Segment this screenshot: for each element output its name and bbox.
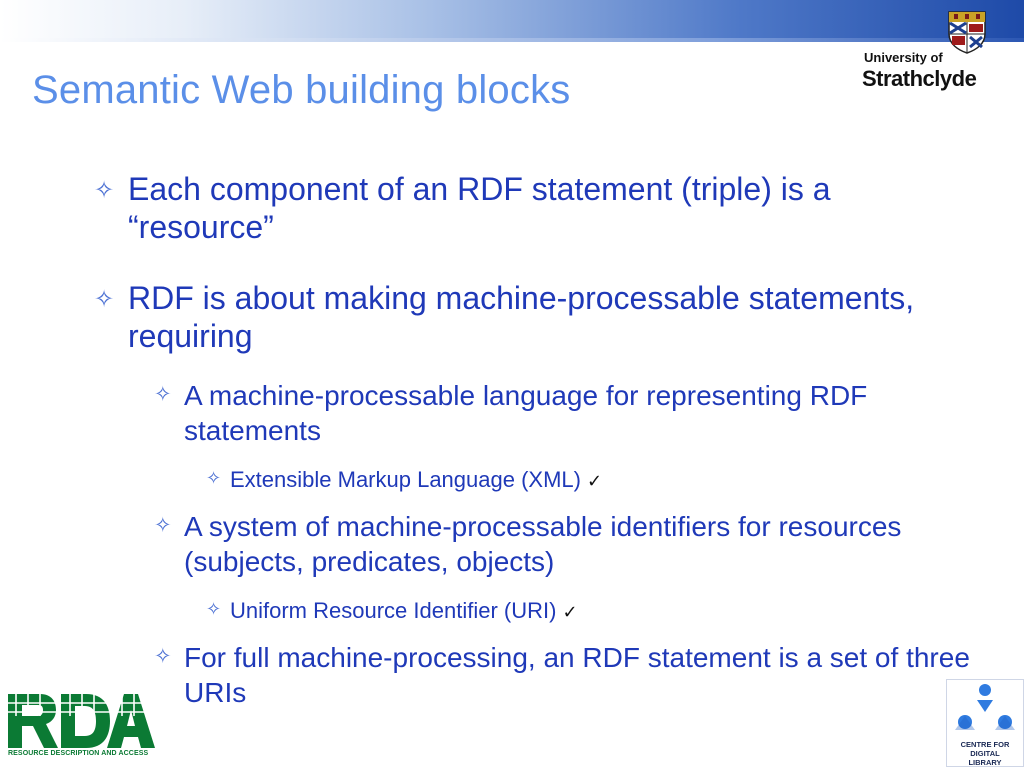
bullet-diamond-icon: ✧ (94, 177, 115, 204)
header-gradient-band (0, 0, 1024, 40)
slide-title: Semantic Web building blocks (32, 68, 571, 112)
bullet-text: Extensible Markup Language (XML)✓ (230, 466, 970, 496)
header-divider (0, 38, 1024, 42)
rda-caption: RESOURCE DESCRIPTION AND ACCESS (8, 750, 149, 757)
university-logo: University of Strathclyde (860, 10, 1000, 102)
bullet-text-value: Uniform Resource Identifier (URI) (230, 598, 557, 623)
rda-mark-icon (6, 690, 156, 748)
checkmark-icon: ✓ (562, 602, 578, 623)
rda-logo: RESOURCE DESCRIPTION AND ACCESS (6, 690, 156, 764)
checkmark-icon: ✓ (586, 471, 603, 492)
cdlr-caption-line1: CENTRE FOR DIGITAL (960, 740, 1010, 758)
sub-sub-bullet-item: ✧ Uniform Resource Identifier (URI)✓ (206, 597, 970, 627)
bullet-item: ✧ RDF is about making machine-processabl… (94, 279, 968, 355)
bullet-diamond-icon: ✧ (154, 514, 172, 537)
bullet-text: Uniform Resource Identifier (URI)✓ (230, 597, 970, 627)
university-name-line1: University of (864, 50, 943, 65)
bullet-text: A machine-processable language for repre… (184, 380, 868, 446)
sub-sub-bullet-item: ✧ Extensible Markup Language (XML)✓ (206, 466, 970, 496)
bullet-text: Each component of an RDF statement (trip… (128, 171, 831, 245)
cdlr-logo: CENTRE FOR DIGITAL LIBRARY RESEARCH (946, 679, 1024, 768)
bullet-diamond-icon: ✧ (94, 286, 115, 313)
bullet-text-value: Extensible Markup Language (XML) (230, 467, 581, 492)
cdlr-caption: CENTRE FOR DIGITAL LIBRARY RESEARCH (951, 740, 1019, 768)
bullet-text: For full machine-processing, an RDF stat… (184, 642, 970, 708)
bullet-diamond-icon: ✧ (206, 599, 222, 619)
university-crest-icon (948, 11, 986, 54)
sub-bullet-item: ✧ For full machine-processing, an RDF st… (154, 640, 984, 710)
sub-bullet-item: ✧ A machine-processable language for rep… (154, 378, 984, 448)
bullet-item: ✧ Each component of an RDF statement (tr… (94, 170, 968, 246)
bullet-diamond-icon: ✧ (154, 645, 172, 668)
cdlr-triangle-dots-icon (955, 684, 1015, 730)
bullet-text: A system of machine-processable identifi… (184, 511, 902, 577)
university-name-line2: Strathclyde (862, 66, 977, 91)
bullet-text: RDF is about making machine-processable … (128, 280, 915, 354)
bullet-diamond-icon: ✧ (206, 468, 222, 488)
sub-bullet-item: ✧ A system of machine-processable identi… (154, 509, 984, 579)
cdlr-caption-line2: LIBRARY RESEARCH (964, 758, 1006, 768)
bullet-diamond-icon: ✧ (154, 383, 172, 406)
